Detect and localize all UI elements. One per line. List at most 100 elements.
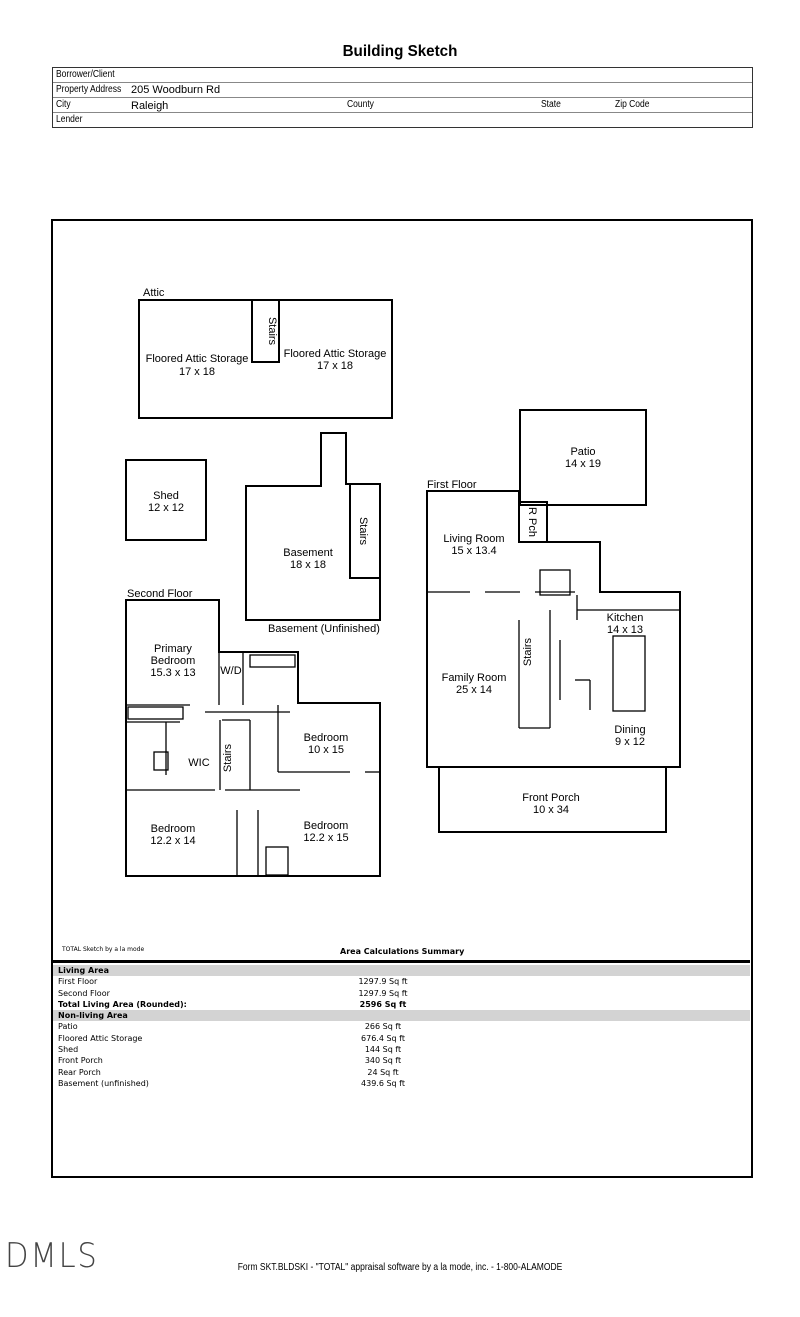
summary-row: Basement (unfinished) 439.6 Sq ft — [53, 1078, 750, 1089]
second-floor-outline — [125, 599, 381, 877]
dining-dim: 9 x 12 — [615, 736, 645, 748]
shed-outline — [125, 459, 207, 541]
page-title: Building Sketch — [342, 43, 458, 60]
row-name: Total Living Area (Rounded): — [58, 999, 187, 1009]
attic-stairs-label: Stairs — [266, 317, 278, 346]
basement-stairs — [349, 483, 381, 579]
front-porch-name: Front Porch — [522, 792, 579, 804]
row-value: 1297.9 Sq ft — [358, 988, 408, 998]
row-name: Floored Attic Storage — [58, 1033, 143, 1043]
shed-name: Shed — [153, 490, 179, 502]
row-name: Rear Porch — [58, 1067, 101, 1077]
primary-bedroom-dim: 15.3 x 13 — [150, 667, 195, 679]
summary-row: Second Floor 1297.9 Sq ft — [53, 988, 750, 999]
dmls-logo: DMLS — [5, 1236, 99, 1276]
city-row: City Raleigh County State Zip Code — [53, 98, 752, 113]
section-label: Non-living Area — [58, 1011, 128, 1021]
row-name: First Floor — [58, 977, 98, 987]
county-label: County — [347, 99, 374, 110]
front-porch-outline — [438, 766, 667, 833]
row-name: Second Floor — [58, 988, 110, 998]
first-floor-label: First Floor — [427, 479, 477, 491]
patio-dim: 14 x 19 — [565, 458, 601, 470]
rear-porch-outline — [518, 501, 548, 543]
first-stairs-label: Stairs — [522, 637, 534, 666]
sketch-frame — [51, 219, 753, 1178]
city-value: Raleigh — [131, 100, 169, 112]
zip-label: Zip Code — [615, 99, 650, 110]
primary-bedroom-name: Primary — [154, 643, 192, 655]
city-label: City — [56, 99, 71, 110]
bedroom-1-dim: 10 x 15 — [308, 744, 344, 756]
area-calculations-summary: TOTAL Sketch by a la mode Area Calculati… — [53, 946, 750, 1089]
kitchen-dim: 14 x 13 — [607, 624, 643, 636]
second-stairs-label: Stairs — [222, 743, 234, 772]
summary-row: Front Porch 340 Sq ft — [53, 1055, 750, 1066]
basement-stairs-label: Stairs — [357, 517, 369, 546]
summary-title: Area Calculations Summary — [340, 947, 465, 956]
shed-dim: 12 x 12 — [148, 502, 184, 514]
row-value: 24 Sq ft — [367, 1067, 399, 1077]
row-value: 1297.9 Sq ft — [358, 977, 408, 987]
basement-label: Basement (Unfinished) — [268, 623, 380, 635]
row-name: Shed — [58, 1045, 79, 1055]
row-name: Patio — [58, 1022, 78, 1032]
lender-row: Lender — [53, 113, 752, 126]
basement-dim: 18 x 18 — [290, 559, 326, 571]
living-area-header: Living Area — [53, 965, 750, 977]
row-value: 144 Sq ft — [364, 1045, 402, 1055]
row-name: Front Porch — [58, 1056, 103, 1066]
dining-name: Dining — [614, 724, 645, 736]
living-room-name: Living Room — [443, 533, 504, 545]
second-floor-label: Second Floor — [127, 588, 193, 600]
summary-header: TOTAL Sketch by a la mode Area Calculati… — [53, 946, 750, 963]
borrower-row: Borrower/Client — [53, 68, 752, 83]
bedroom-2-dim: 12.2 x 14 — [150, 835, 195, 847]
row-name: Basement (unfinished) — [58, 1078, 149, 1088]
row-value: 340 Sq ft — [364, 1056, 402, 1066]
form-footer: Form SKT.BLDSKI - "TOTAL" appraisal soft… — [237, 1262, 563, 1273]
wd-label: W/D — [220, 665, 241, 677]
interior-walls — [126, 569, 680, 876]
kitchen-name: Kitchen — [607, 612, 644, 624]
front-porch-dim: 10 x 34 — [533, 804, 569, 816]
summary-row: Floored Attic Storage 676.4 Sq ft — [53, 1033, 750, 1044]
attic-stairs — [251, 299, 280, 363]
borrower-label: Borrower/Client — [56, 69, 115, 80]
attic-storage-right-name: Floored Attic Storage — [284, 348, 387, 360]
primary-bedroom-name2: Bedroom — [151, 655, 196, 667]
bedroom-3-dim: 12.2 x 15 — [303, 832, 348, 844]
patio-name: Patio — [570, 446, 595, 458]
bedroom-2-name: Bedroom — [151, 823, 196, 835]
bedroom-1-name: Bedroom — [304, 732, 349, 744]
row-value: 676.4 Sq ft — [361, 1033, 405, 1043]
basement-name: Basement — [283, 547, 333, 559]
attic-storage-left-dim: 17 x 18 — [179, 366, 215, 378]
attic-storage-right-dim: 17 x 18 — [317, 360, 353, 372]
family-room-name: Family Room — [442, 672, 507, 684]
row-value: 266 Sq ft — [364, 1022, 402, 1032]
lender-label: Lender — [56, 114, 83, 125]
summary-row: First Floor 1297.9 Sq ft — [53, 976, 750, 987]
bedroom-3-name: Bedroom — [304, 820, 349, 832]
basement-outline — [245, 432, 381, 621]
row-value: 439.6 Sq ft — [361, 1078, 405, 1088]
total-living-row: Total Living Area (Rounded): 2596 Sq ft — [53, 999, 750, 1010]
address-label: Property Address — [56, 84, 122, 95]
attic-label: Attic — [143, 287, 165, 299]
row-value: 2596 Sq ft — [359, 999, 407, 1009]
family-room-dim: 25 x 14 — [456, 684, 492, 696]
wic-label: WIC — [188, 757, 209, 769]
summary-row: Rear Porch 24 Sq ft — [53, 1067, 750, 1078]
nonliving-area-header: Non-living Area — [53, 1010, 750, 1022]
living-room-dim: 15 x 13.4 — [451, 545, 496, 557]
attic-storage-left-name: Floored Attic Storage — [146, 353, 249, 365]
summary-row: Shed 144 Sq ft — [53, 1044, 750, 1055]
rear-porch-label: R Pch — [526, 507, 538, 537]
summary-row: Patio 266 Sq ft — [53, 1021, 750, 1032]
section-label: Living Area — [58, 966, 109, 975]
state-label: State — [541, 99, 561, 110]
sketch-credit: TOTAL Sketch by a la mode — [62, 946, 145, 953]
